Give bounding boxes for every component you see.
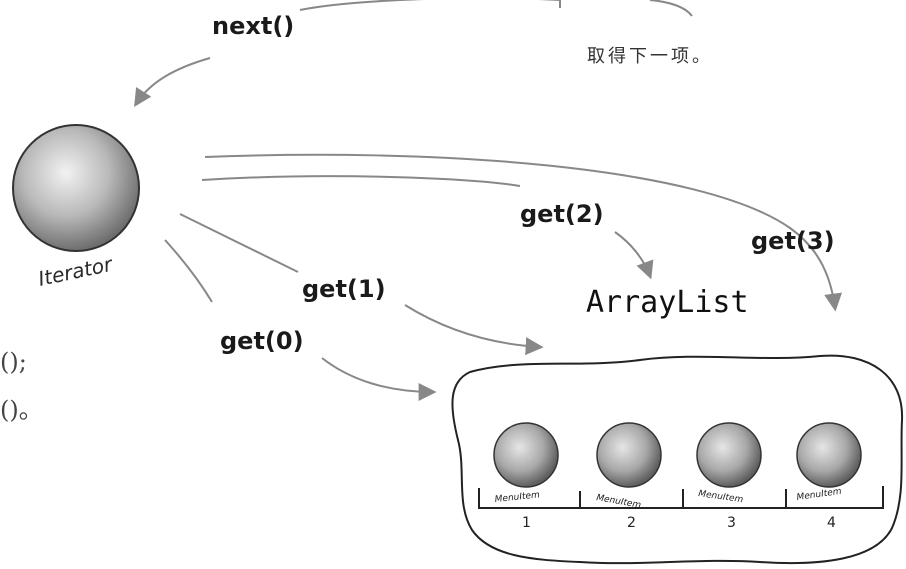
menu-item-index: 2	[627, 515, 636, 531]
menu-item-1: MenuItem 1	[493, 422, 559, 531]
menu-item-4: MenuItem 4	[796, 422, 862, 531]
next-arrow-lower	[134, 57, 211, 108]
get2-label: get(2)	[520, 200, 604, 228]
menu-item-ball	[796, 422, 862, 488]
menu-item-label: MenuItem	[494, 490, 540, 505]
menu-item-ball	[596, 422, 662, 488]
get0-arrow-tip	[321, 357, 437, 401]
next-arrow	[299, 0, 560, 11]
next-note: 取得下一项。	[587, 46, 713, 67]
get2-arrow	[201, 175, 521, 187]
get3-label: get(3)	[751, 227, 835, 255]
menu-item-ball	[696, 422, 762, 488]
left-fragment-1: ();	[0, 348, 27, 376]
left-fragment-2: ()。	[0, 396, 43, 424]
get0-label: get(0)	[220, 327, 304, 355]
next-arrow-right-stub	[649, 0, 693, 17]
get1-arrow-tip	[404, 304, 544, 356]
get3-arrow	[204, 153, 843, 312]
get0-arrow	[164, 239, 213, 303]
arraylist-label: ArrayList	[586, 285, 749, 320]
index-bracket	[478, 486, 884, 509]
get2-arrow-tip	[614, 231, 654, 280]
iterator-ball	[12, 124, 140, 252]
next-label: next()	[212, 12, 294, 40]
menu-item-index: 3	[727, 515, 736, 531]
iterator-label: Iterator	[36, 251, 116, 290]
menu-item-ball	[493, 422, 559, 488]
menu-item-index: 4	[827, 515, 836, 531]
get1-arrow	[179, 213, 299, 273]
get1-label: get(1)	[302, 275, 386, 303]
arraylist-blob	[451, 354, 904, 565]
menu-item-index: 1	[522, 515, 531, 531]
